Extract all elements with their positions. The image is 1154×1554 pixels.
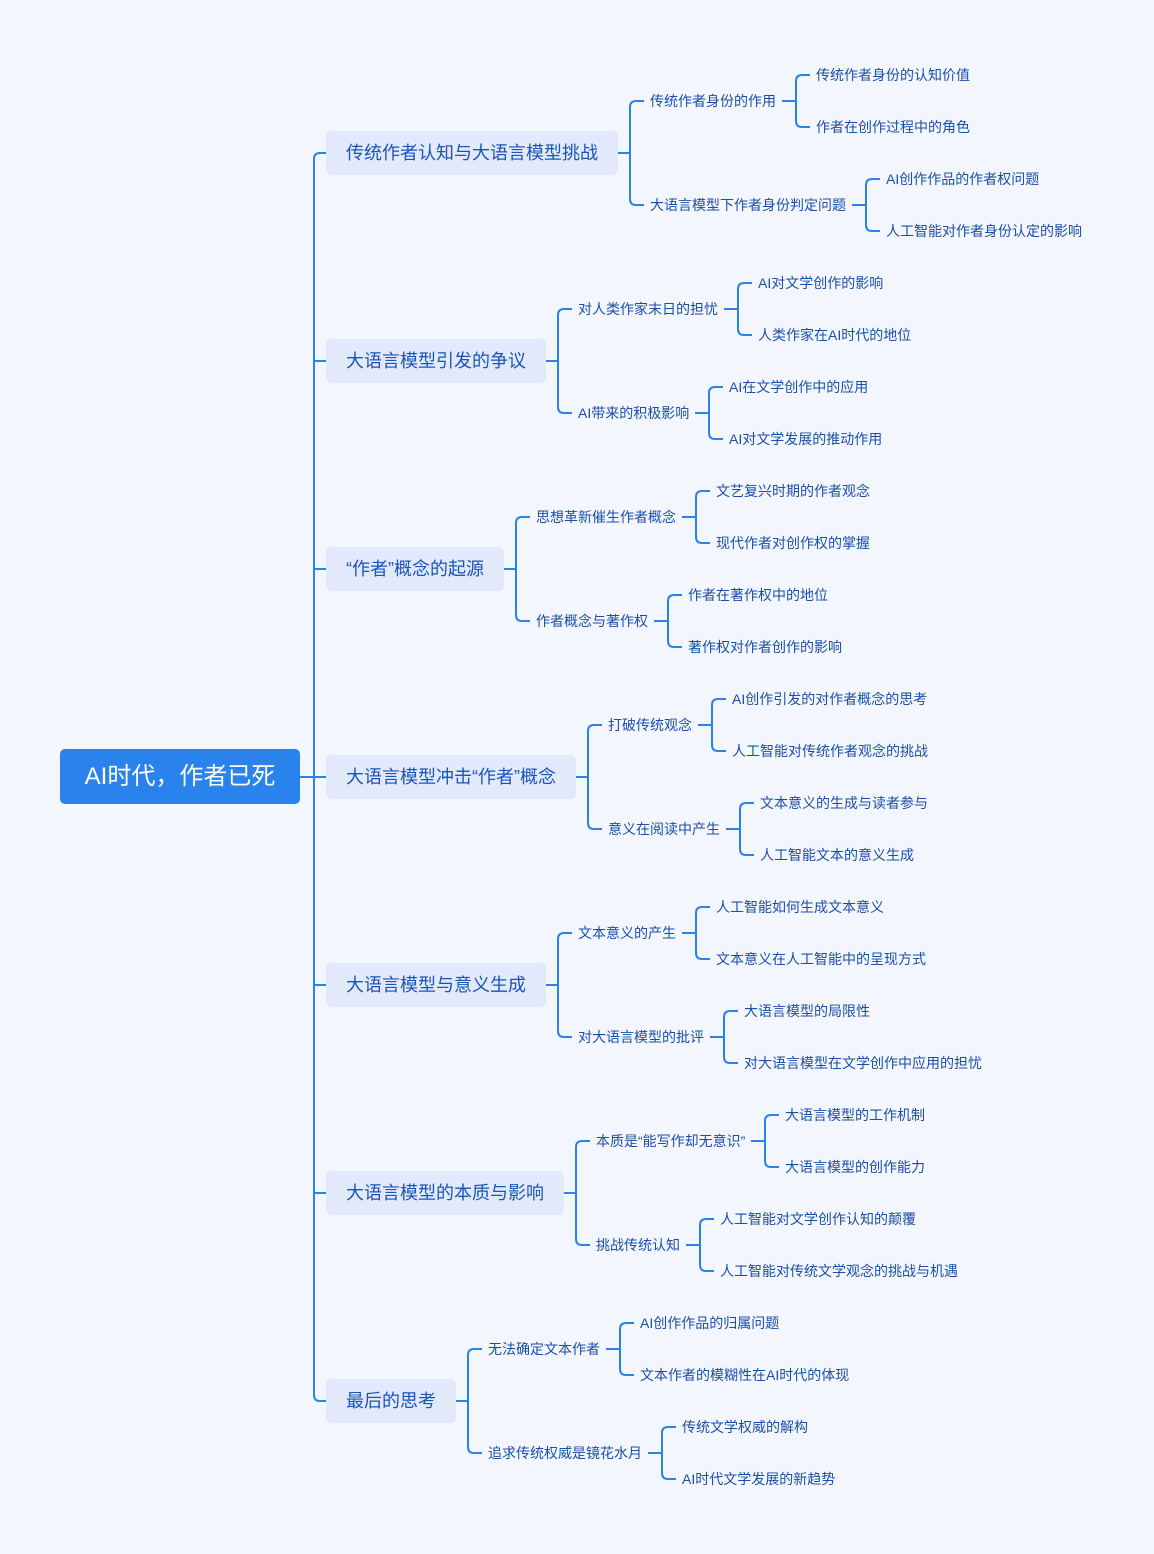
subtopic-6-1[interactable]: 本质是“能写作却无意识” xyxy=(596,1133,746,1149)
leaf-4-2-2[interactable]: 人工智能文本的意义生成 xyxy=(760,847,914,863)
leaf-7-1-1[interactable]: AI创作作品的归属问题 xyxy=(640,1315,780,1331)
subtopic-4-1[interactable]: 打破传统观念 xyxy=(608,717,692,733)
leaf-5-2-1[interactable]: 大语言模型的局限性 xyxy=(744,1003,870,1019)
subtopic-7-2[interactable]: 追求传统权威是镜花水月 xyxy=(488,1445,642,1461)
branch-7-bracket-0 xyxy=(467,1348,482,1356)
subtopic-5-2[interactable]: 对大语言模型的批评 xyxy=(578,1029,704,1045)
leaf-2-2-1[interactable]: AI在文学创作中的应用 xyxy=(729,379,869,395)
subtopic-6-1-bracket-0 xyxy=(764,1114,779,1122)
branch-node-7[interactable]: 最后的思考 xyxy=(326,1379,456,1423)
branch-5-bracket-1 xyxy=(557,1030,572,1038)
leaf-6-2-1[interactable]: 人工智能对文学创作认知的颠覆 xyxy=(720,1211,916,1227)
subtopic-5-2-bracket-0 xyxy=(723,1010,738,1018)
subtopic-6-2-bracket-0 xyxy=(699,1218,714,1226)
leaf-2-2-2[interactable]: AI对文学发展的推动作用 xyxy=(729,431,883,447)
subtopic-2-1[interactable]: 对人类作家末日的担忧 xyxy=(578,301,718,317)
subtopic-5-1-bracket-0 xyxy=(695,906,710,914)
branch-3-bracket-1 xyxy=(515,614,530,622)
subtopic-5-1-bracket-1 xyxy=(695,952,710,960)
branch-node-5[interactable]: 大语言模型与意义生成 xyxy=(326,963,546,1007)
branch-2-bracket-1 xyxy=(557,406,572,414)
leaf-2-1-2[interactable]: 人类作家在AI时代的地位 xyxy=(758,327,912,343)
leaf-6-2-2[interactable]: 人工智能对传统文学观念的挑战与机遇 xyxy=(720,1263,958,1279)
leaf-7-2-2[interactable]: AI时代文学发展的新趋势 xyxy=(682,1471,836,1487)
subtopic-2-2[interactable]: AI带来的积极影响 xyxy=(578,405,690,421)
subtopic-2-2-bracket-1 xyxy=(708,432,723,440)
branch-4-bracket-0 xyxy=(587,724,602,732)
leaf-7-2-1[interactable]: 传统文学权威的解构 xyxy=(682,1419,808,1435)
subtopic-3-1[interactable]: 思想革新催生作者概念 xyxy=(536,509,676,525)
branch-1-bracket-1 xyxy=(629,198,644,206)
branch-6-bracket-0 xyxy=(575,1140,590,1148)
leaf-3-2-1[interactable]: 作者在著作权中的地位 xyxy=(688,587,828,603)
subtopic-3-1-bracket-0 xyxy=(695,490,710,498)
branch-6-bracket-1 xyxy=(575,1238,590,1246)
leaf-7-1-2[interactable]: 文本作者的模糊性在AI时代的体现 xyxy=(640,1367,850,1383)
subtopic-6-2-bracket-1 xyxy=(699,1264,714,1272)
subtopic-2-1-bracket-1 xyxy=(737,328,752,336)
leaf-5-1-2[interactable]: 文本意义在人工智能中的呈现方式 xyxy=(716,951,926,967)
leaf-3-2-2[interactable]: 著作权对作者创作的影响 xyxy=(688,639,842,655)
subtopic-6-2[interactable]: 挑战传统认知 xyxy=(596,1237,680,1253)
subtopic-1-1-bracket-1 xyxy=(795,120,810,128)
subtopic-1-2[interactable]: 大语言模型下作者身份判定问题 xyxy=(650,197,846,213)
leaf-2-1-1[interactable]: AI对文学创作的影响 xyxy=(758,275,884,291)
subtopic-3-2-bracket-1 xyxy=(667,640,682,648)
subtopic-5-2-bracket-1 xyxy=(723,1056,738,1064)
subtopic-6-1-bracket-1 xyxy=(764,1160,779,1168)
leaf-1-1-1[interactable]: 传统作者身份的认知价值 xyxy=(816,67,970,83)
leaf-4-1-2[interactable]: 人工智能对传统作者观念的挑战 xyxy=(732,743,928,759)
subtopic-1-1-bracket-0 xyxy=(795,74,810,82)
subtopic-4-2-bracket-0 xyxy=(739,802,754,810)
branch-5-bracket-0 xyxy=(557,932,572,940)
subtopic-4-1-bracket-1 xyxy=(711,744,726,752)
branch-node-4[interactable]: 大语言模型冲击“作者”概念 xyxy=(326,755,576,799)
leaf-4-2-1[interactable]: 文本意义的生成与读者参与 xyxy=(760,795,928,811)
main-bracket-6 xyxy=(313,1394,326,1402)
leaf-1-1-2[interactable]: 作者在创作过程中的角色 xyxy=(816,119,970,135)
leaf-5-1-1[interactable]: 人工智能如何生成文本意义 xyxy=(716,899,884,915)
subtopic-1-1[interactable]: 传统作者身份的作用 xyxy=(650,93,776,109)
branch-node-1[interactable]: 传统作者认知与大语言模型挑战 xyxy=(326,131,618,175)
leaf-3-1-2[interactable]: 现代作者对创作权的掌握 xyxy=(716,535,870,551)
subtopic-3-1-bracket-1 xyxy=(695,536,710,544)
subtopic-3-2-bracket-0 xyxy=(667,594,682,602)
subtopic-7-2-bracket-0 xyxy=(661,1426,676,1434)
subtopic-2-1-bracket-0 xyxy=(737,282,752,290)
subtopic-7-2-bracket-1 xyxy=(661,1472,676,1480)
leaf-1-2-2[interactable]: 人工智能对作者身份认定的影响 xyxy=(886,223,1082,239)
subtopic-4-1-bracket-0 xyxy=(711,698,726,706)
leaf-1-2-1[interactable]: AI创作作品的作者权问题 xyxy=(886,171,1040,187)
leaf-4-1-1[interactable]: AI创作引发的对作者概念的思考 xyxy=(732,691,928,707)
leaf-6-1-2[interactable]: 大语言模型的创作能力 xyxy=(785,1159,925,1175)
branch-1-bracket-0 xyxy=(629,100,644,108)
subtopic-4-2-bracket-1 xyxy=(739,848,754,856)
subtopic-1-2-bracket-1 xyxy=(865,224,880,232)
root-node[interactable]: AI时代，作者已死 xyxy=(60,749,300,804)
leaf-5-2-2[interactable]: 对大语言模型在文学创作中应用的担忧 xyxy=(744,1055,982,1071)
subtopic-1-2-bracket-0 xyxy=(865,178,880,186)
branch-3-bracket-0 xyxy=(515,516,530,524)
main-bracket-0 xyxy=(313,152,326,160)
subtopic-7-1-bracket-1 xyxy=(619,1368,634,1376)
branch-4-bracket-1 xyxy=(587,822,602,830)
leaf-3-1-1[interactable]: 文艺复兴时期的作者观念 xyxy=(716,483,870,499)
branch-2-bracket-0 xyxy=(557,308,572,316)
subtopic-2-2-bracket-0 xyxy=(708,386,723,394)
branch-node-2[interactable]: 大语言模型引发的争议 xyxy=(326,339,546,383)
subtopic-7-1[interactable]: 无法确定文本作者 xyxy=(488,1341,600,1357)
subtopic-4-2[interactable]: 意义在阅读中产生 xyxy=(608,821,720,837)
subtopic-3-2[interactable]: 作者概念与著作权 xyxy=(536,613,648,629)
subtopic-7-1-bracket-0 xyxy=(619,1322,634,1330)
branch-node-3[interactable]: “作者”概念的起源 xyxy=(326,547,504,591)
leaf-6-1-1[interactable]: 大语言模型的工作机制 xyxy=(785,1107,925,1123)
subtopic-5-1[interactable]: 文本意义的产生 xyxy=(578,925,676,941)
branch-7-bracket-1 xyxy=(467,1446,482,1454)
branch-node-6[interactable]: 大语言模型的本质与影响 xyxy=(326,1171,564,1215)
